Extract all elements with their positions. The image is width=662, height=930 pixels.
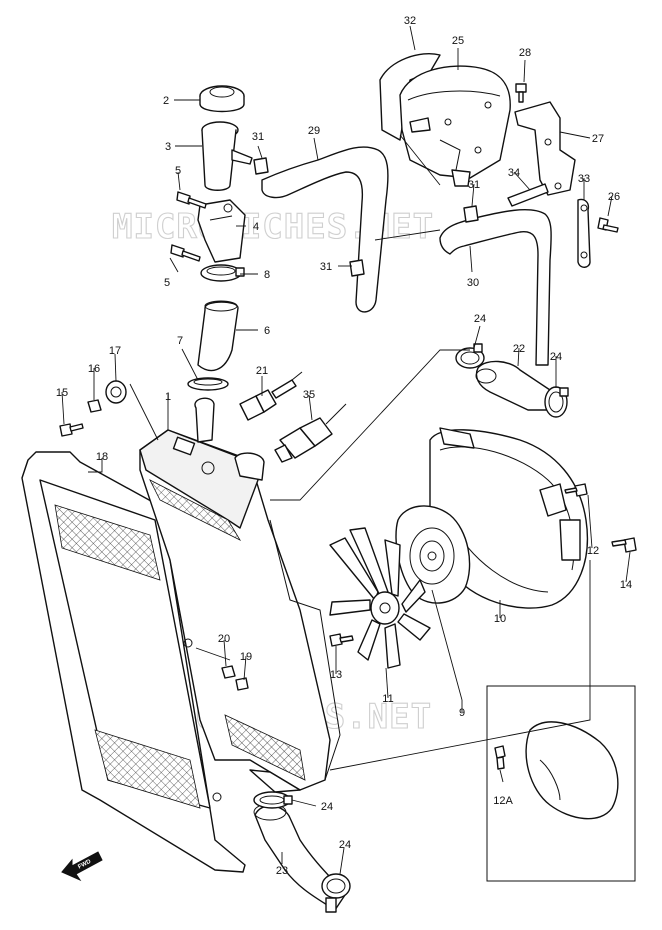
hose-clamp-lower bbox=[187, 377, 229, 391]
callout-30: 30 bbox=[467, 277, 479, 289]
filler-neck bbox=[201, 121, 253, 191]
callout-31-upper: 31 bbox=[252, 131, 264, 143]
callout-33: 33 bbox=[578, 173, 590, 185]
callout-15: 15 bbox=[56, 387, 68, 399]
collar-16 bbox=[87, 399, 102, 413]
bolt-14 bbox=[611, 537, 637, 553]
bolt-28 bbox=[515, 83, 527, 103]
bolt-13 bbox=[329, 633, 354, 647]
clip-31-upper bbox=[253, 157, 269, 175]
callout-22: 22 bbox=[513, 343, 525, 355]
guide-lines bbox=[129, 134, 591, 771]
callout-32: 32 bbox=[404, 15, 416, 27]
reservoir-tank bbox=[399, 65, 511, 187]
callout-5-upper: 5 bbox=[175, 165, 181, 177]
hose-clamp-24-d bbox=[321, 873, 351, 913]
callout-24-a: 24 bbox=[474, 313, 486, 325]
callout-1: 1 bbox=[165, 391, 171, 403]
callout-2: 2 bbox=[163, 95, 169, 107]
callout-12: 12 bbox=[587, 545, 599, 557]
callout-26: 26 bbox=[608, 191, 620, 203]
filler-bracket bbox=[197, 199, 246, 263]
bolt-26 bbox=[597, 217, 619, 233]
upper-hose bbox=[197, 300, 239, 372]
callout-10: 10 bbox=[494, 613, 506, 625]
callout-18: 18 bbox=[96, 451, 108, 463]
hose-clamp-24-c bbox=[253, 791, 293, 809]
callout-27: 27 bbox=[592, 133, 604, 145]
bolt-lower bbox=[170, 244, 201, 262]
collar-20 bbox=[221, 665, 236, 679]
callout-6: 6 bbox=[264, 325, 270, 337]
clip-31-mid bbox=[463, 205, 479, 223]
callout-19: 19 bbox=[240, 651, 252, 663]
thermo-switch-35 bbox=[274, 403, 347, 463]
callout-29: 29 bbox=[308, 125, 320, 137]
strap-33 bbox=[577, 198, 591, 268]
callout-21: 21 bbox=[256, 365, 268, 377]
thermo-switch-21 bbox=[239, 371, 303, 421]
radiator-core bbox=[139, 397, 341, 793]
bolt-upper bbox=[176, 191, 207, 209]
callout-8: 8 bbox=[264, 269, 270, 281]
callout-13: 13 bbox=[330, 669, 342, 681]
bolt-12 bbox=[564, 483, 588, 497]
callout-3: 3 bbox=[165, 141, 171, 153]
callout-28: 28 bbox=[519, 47, 531, 59]
callout-9: 9 bbox=[459, 707, 465, 719]
lower-hose-22 bbox=[475, 360, 551, 411]
callout-11: 11 bbox=[382, 693, 393, 705]
inset-box-12a bbox=[486, 685, 636, 882]
clip-31-lower bbox=[349, 259, 365, 277]
grommet-17 bbox=[105, 380, 127, 404]
bolt-19 bbox=[235, 677, 249, 691]
callout-14: 14 bbox=[620, 579, 632, 591]
fwd-arrow-icon: FWD bbox=[61, 851, 103, 882]
reservoir-bracket bbox=[514, 101, 576, 196]
callout-31-lower: 31 bbox=[320, 261, 332, 273]
callout-leaders bbox=[61, 25, 631, 875]
callout-labels: 2 3 5 4 5 8 6 7 31 29 32 25 28 27 34 31 … bbox=[56, 15, 632, 877]
callout-31-mid: 31 bbox=[468, 179, 480, 191]
callout-20: 20 bbox=[218, 633, 230, 645]
hose-clamp-upper bbox=[200, 264, 245, 282]
fan-blade bbox=[329, 527, 431, 669]
callout-23: 23 bbox=[276, 865, 288, 877]
callout-7: 7 bbox=[177, 335, 183, 347]
reservoir-strap bbox=[507, 183, 549, 207]
callout-24-b: 24 bbox=[550, 351, 562, 363]
callout-24-c: 24 bbox=[321, 801, 333, 813]
callout-34: 34 bbox=[508, 167, 520, 179]
callout-35: 35 bbox=[303, 389, 315, 401]
callout-4: 4 bbox=[253, 221, 259, 233]
radiator-shroud bbox=[21, 451, 246, 873]
overflow-hose-29 bbox=[261, 146, 389, 313]
fan-motor bbox=[395, 505, 471, 604]
callout-12a: 12A bbox=[493, 795, 513, 807]
watermark-top: MICROFICHES.NET bbox=[112, 207, 434, 247]
radiator-cap bbox=[199, 85, 245, 113]
bolt-15 bbox=[59, 423, 84, 437]
callout-16: 16 bbox=[88, 363, 100, 375]
callout-17: 17 bbox=[109, 345, 121, 357]
callout-5-lower: 5 bbox=[164, 277, 170, 289]
callout-24-d: 24 bbox=[339, 839, 351, 851]
callout-25: 25 bbox=[452, 35, 464, 47]
hose-clamp-24-b bbox=[544, 386, 569, 418]
breather-hose-30 bbox=[439, 209, 552, 366]
hose-clamp-24-a bbox=[455, 343, 485, 369]
